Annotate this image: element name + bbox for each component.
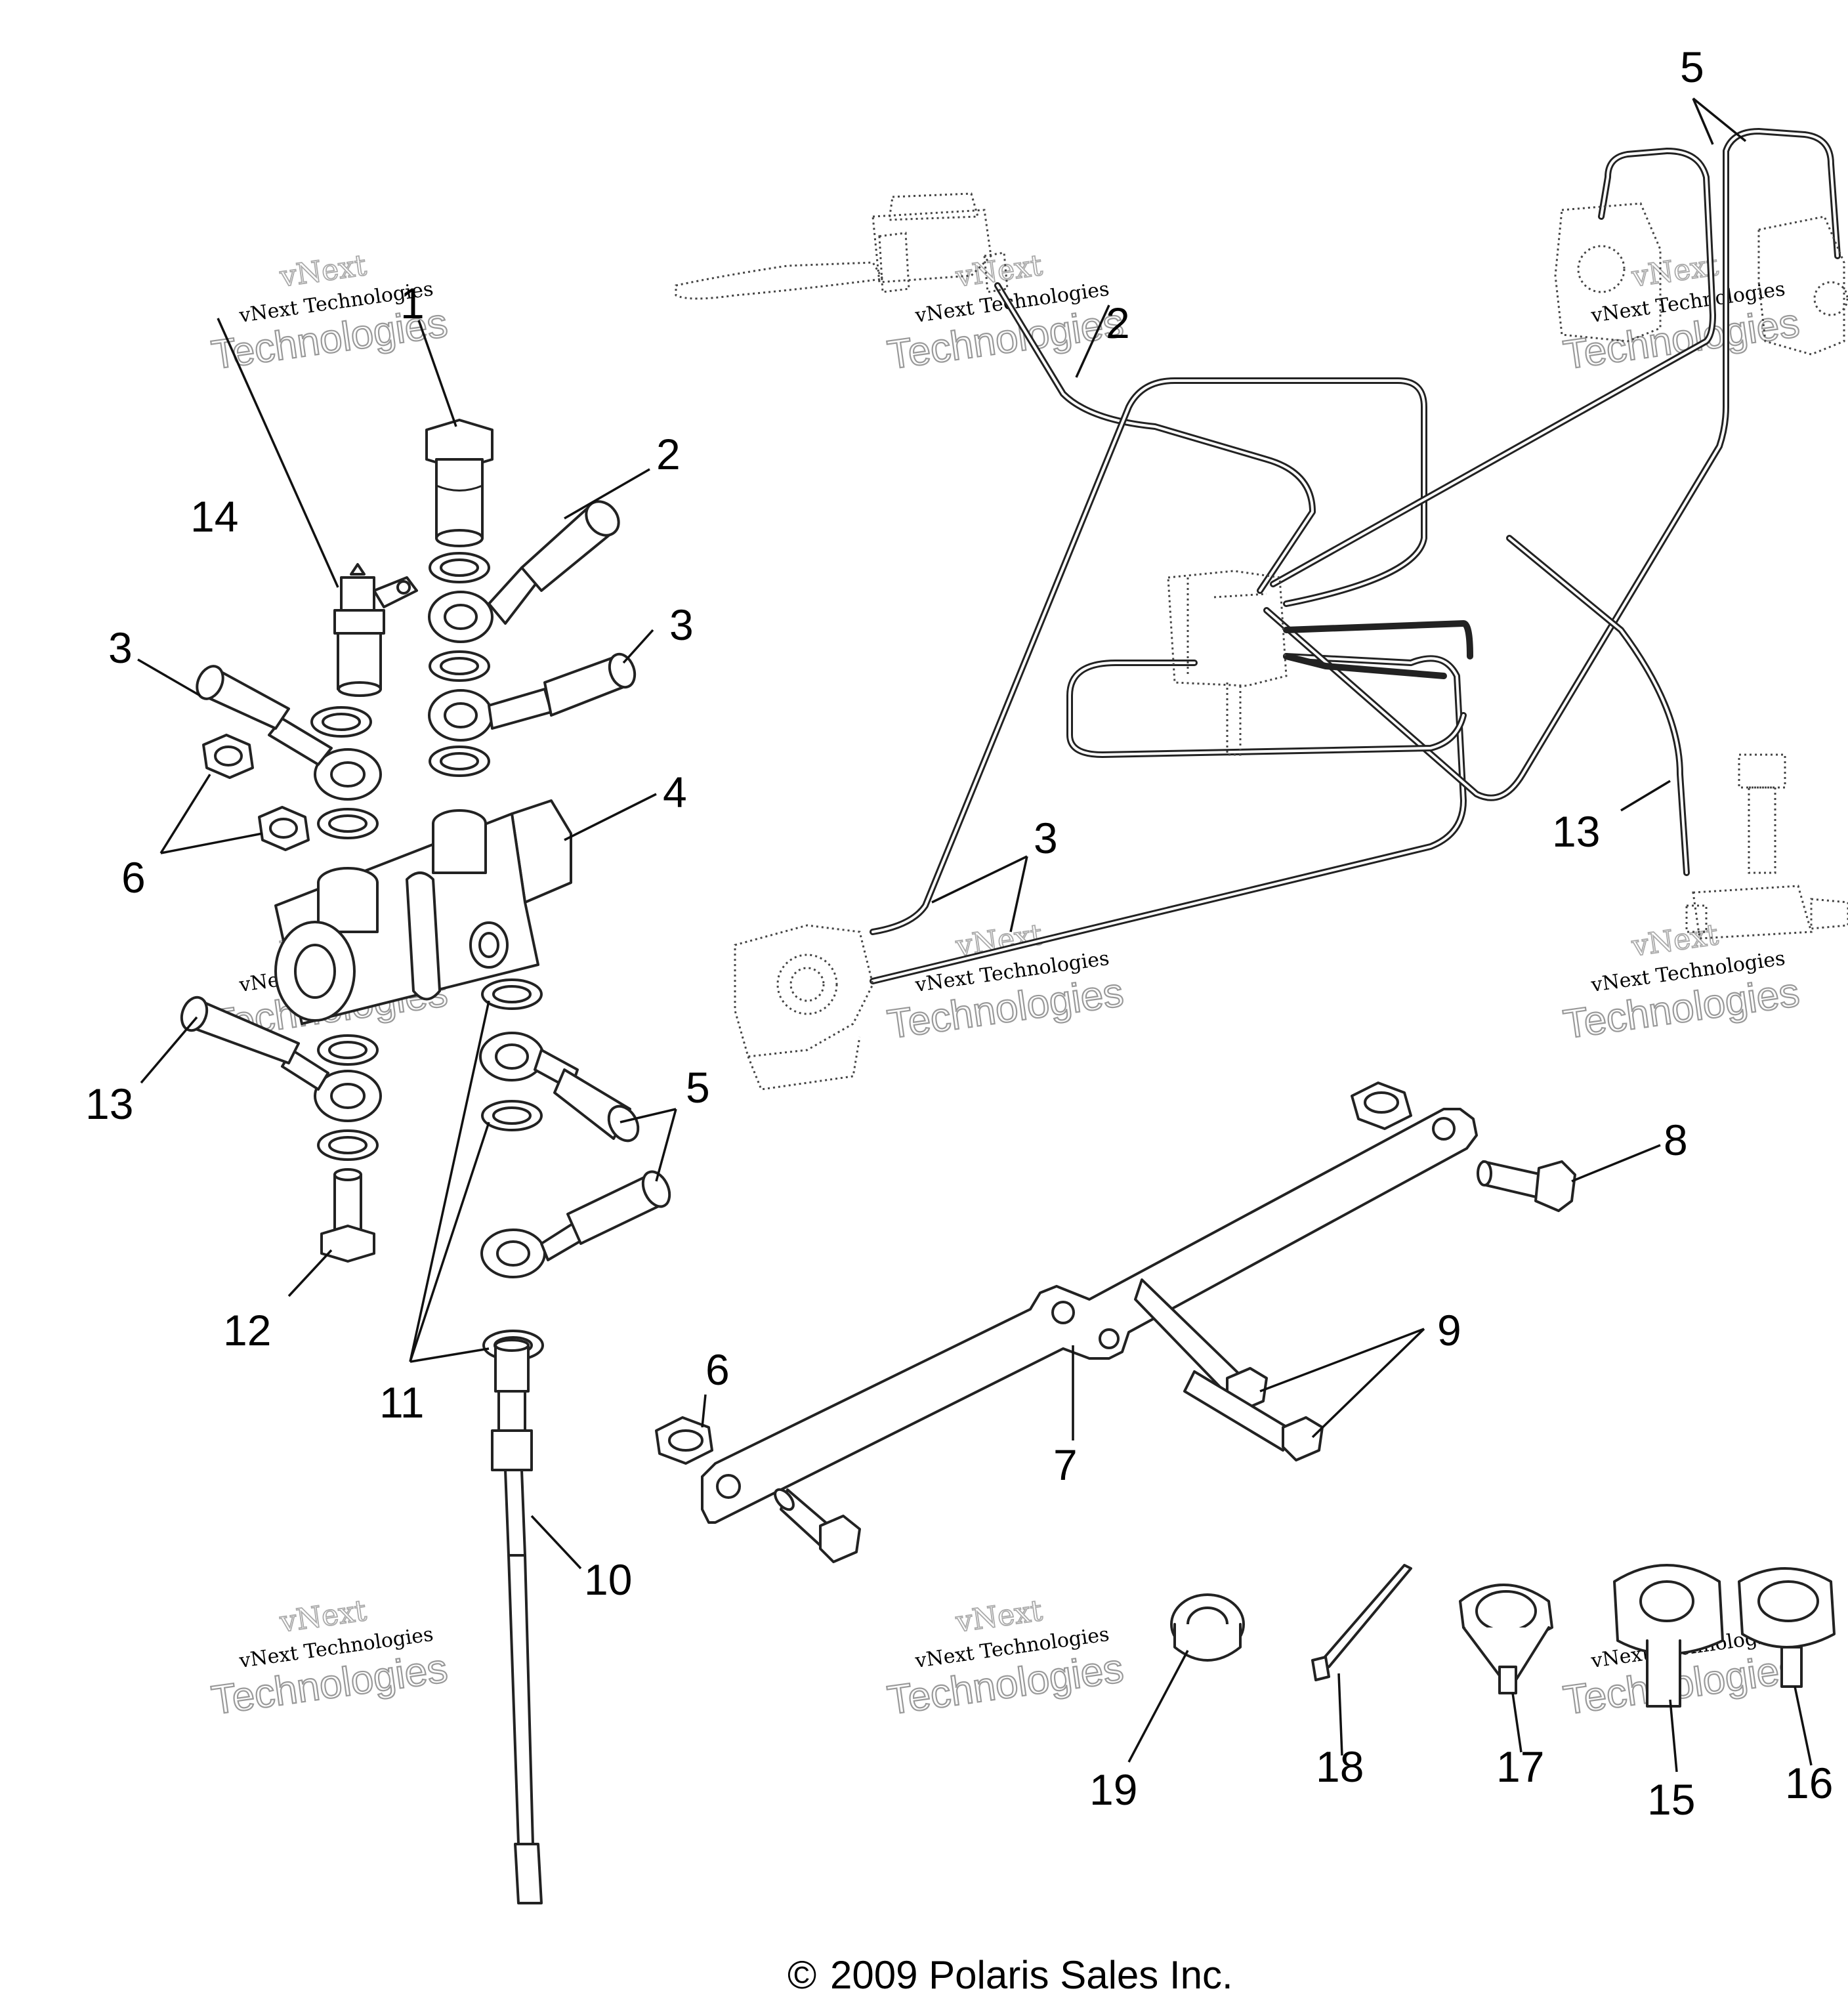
callout-3: 3 bbox=[108, 623, 133, 672]
leader-lines bbox=[137, 97, 1813, 1773]
callout-6: 6 bbox=[705, 1345, 730, 1394]
part-6-nuts bbox=[202, 734, 310, 851]
callout-16: 16 bbox=[1785, 1759, 1833, 1807]
crush-washer-set-lower-left bbox=[317, 1034, 379, 1161]
rear-calipers bbox=[1554, 202, 1848, 356]
callout-11: 11 bbox=[379, 1378, 425, 1427]
part-3-banjo-fitting-left bbox=[196, 665, 382, 801]
callout-19: 19 bbox=[1089, 1765, 1137, 1814]
part-5-banjo-fittings bbox=[479, 1032, 671, 1278]
part-16-clip bbox=[1738, 1567, 1836, 1688]
part-12-banjo-bolt bbox=[320, 1168, 375, 1263]
callout-6: 6 bbox=[121, 853, 146, 902]
part-3-banjo-fitting-right bbox=[428, 652, 637, 742]
part-6-nut-right bbox=[1351, 1082, 1412, 1130]
callout-15: 15 bbox=[1647, 1775, 1695, 1824]
handlebar-master-cylinder bbox=[675, 192, 1009, 300]
brake-lines bbox=[870, 128, 1841, 984]
watermark-vnext-text: vNext bbox=[278, 249, 369, 294]
callout-3: 3 bbox=[1034, 814, 1058, 862]
callout-17: 17 bbox=[1496, 1742, 1544, 1791]
foot-master-cylinder bbox=[1685, 753, 1848, 940]
callout-18: 18 bbox=[1316, 1742, 1364, 1791]
crush-washer-set-lower-right bbox=[481, 978, 544, 1361]
part-13-banjo-fitting bbox=[180, 996, 382, 1122]
callout-13: 13 bbox=[1552, 807, 1600, 856]
copyright-symbol: © bbox=[788, 1953, 816, 1997]
watermark-vnext-text: vNext bbox=[954, 1594, 1045, 1639]
brake-line-routing bbox=[675, 128, 1848, 1091]
callout-7: 7 bbox=[1053, 1440, 1078, 1489]
part-7-mounting-bracket bbox=[701, 1108, 1478, 1524]
callout-12: 12 bbox=[223, 1306, 271, 1354]
callout-labels: 1 2 3 3 14 4 6 13 5 12 11 10 2 3 5 13 6 … bbox=[85, 43, 1833, 1824]
valve-assembly-routing bbox=[1167, 570, 1288, 756]
watermark-vnext-text: vNext bbox=[278, 1594, 369, 1639]
copyright-footer: © 2009 Polaris Sales Inc. bbox=[788, 1953, 1233, 1997]
part-17-clip bbox=[1459, 1584, 1553, 1694]
crush-washer-set-upper bbox=[429, 552, 490, 777]
callout-2: 2 bbox=[656, 430, 681, 478]
callout-4: 4 bbox=[663, 768, 687, 816]
part-bolt-bottom bbox=[774, 1488, 861, 1563]
watermark-vnext-text: vNext bbox=[1629, 918, 1721, 963]
left-caliper bbox=[734, 924, 874, 1091]
exploded-valve-stack bbox=[180, 419, 671, 1904]
watermark-2: vNext vNext Technologies Technologies bbox=[884, 248, 1127, 379]
crush-washer-set-left bbox=[310, 706, 379, 839]
part-15-clip bbox=[1613, 1564, 1724, 1708]
watermark-8: vNext vNext Technologies Technologies bbox=[884, 1593, 1127, 1725]
watermark-3: vNext vNext Technologies Technologies bbox=[1560, 248, 1803, 379]
part-4-proportioning-valve bbox=[274, 799, 572, 1025]
copyright-text: 2009 Polaris Sales Inc. bbox=[830, 1953, 1233, 1997]
part-1-banjo-bolt bbox=[425, 419, 494, 547]
callout-5: 5 bbox=[686, 1063, 710, 1112]
part-10-brake-hose bbox=[491, 1339, 543, 1904]
watermark-7: vNext vNext Technologies Technologies bbox=[208, 1593, 451, 1725]
callout-9: 9 bbox=[1437, 1306, 1461, 1354]
part-19-grommet bbox=[1170, 1593, 1245, 1662]
part-6-nut-left bbox=[655, 1416, 713, 1465]
watermark-6: vNext vNext Technologies Technologies bbox=[1560, 917, 1803, 1049]
callout-2: 2 bbox=[1106, 299, 1130, 347]
part-14-brake-switch bbox=[333, 563, 418, 697]
part-18-cable-tie bbox=[1311, 1564, 1412, 1681]
callout-3: 3 bbox=[669, 600, 694, 649]
part-8-bolt bbox=[1477, 1160, 1576, 1212]
callout-13: 13 bbox=[85, 1080, 133, 1128]
callout-5: 5 bbox=[1680, 43, 1704, 91]
callout-14: 14 bbox=[190, 492, 238, 541]
part-9-bolts bbox=[1134, 1278, 1324, 1461]
callout-10: 10 bbox=[584, 1555, 632, 1604]
part-2-banjo-fitting bbox=[428, 500, 620, 643]
callout-1: 1 bbox=[400, 279, 425, 327]
callout-8: 8 bbox=[1664, 1116, 1688, 1164]
